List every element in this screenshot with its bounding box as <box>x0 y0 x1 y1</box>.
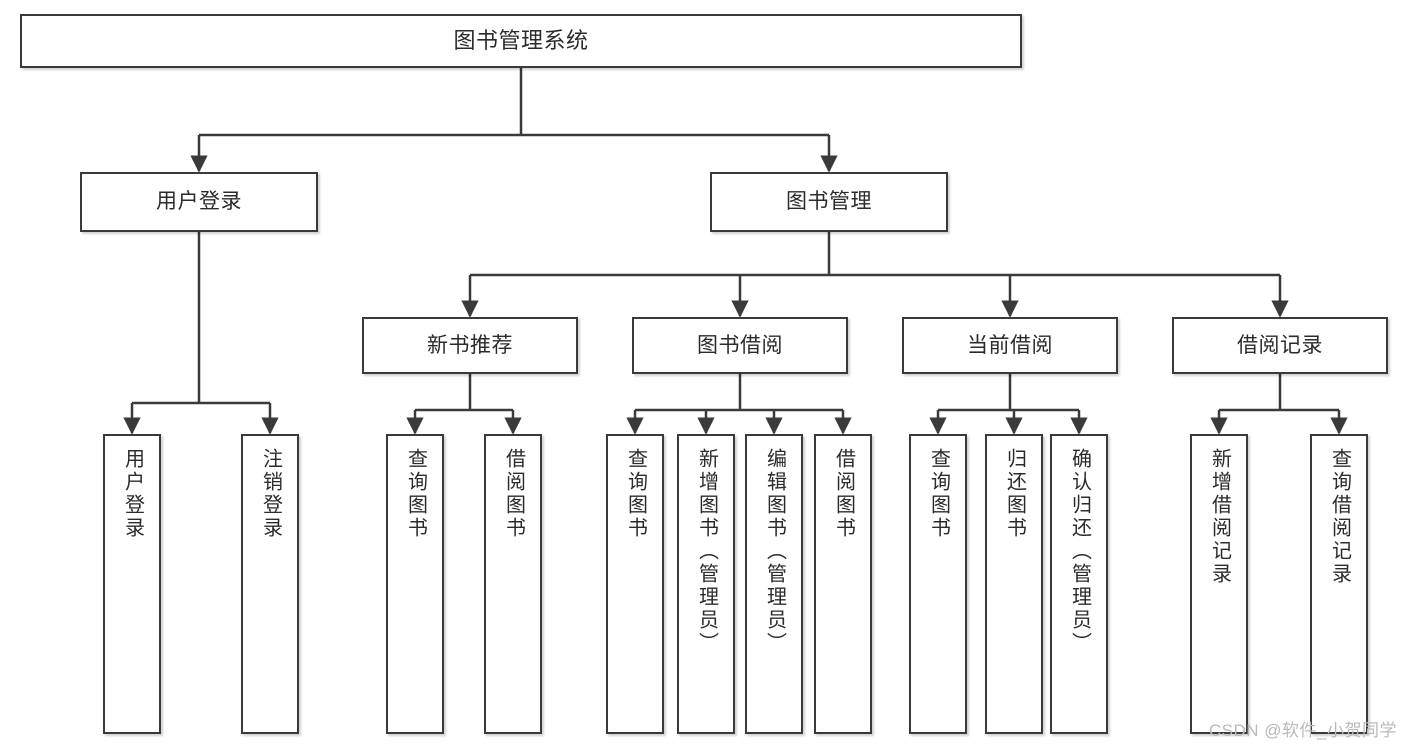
node-book-borrow[interactable]: 图书借阅 <box>632 317 848 374</box>
node-label: 图书借阅 <box>697 333 783 357</box>
node-leaf-add-record[interactable]: 新增借阅记录 <box>1190 434 1248 734</box>
node-label: 新增借阅记录 <box>1208 448 1231 586</box>
node-label: 用户登录 <box>121 448 144 540</box>
watermark: CSDN @软件_小贺同学 <box>1208 721 1397 740</box>
node-label: 图书管理系统 <box>453 27 589 53</box>
node-label: 编辑图书（管理员） <box>763 448 786 655</box>
node-label: 用户登录 <box>156 190 242 214</box>
node-leaf-borrow-book-1[interactable]: 借阅图书 <box>484 434 542 734</box>
node-label: 查询借阅记录 <box>1328 448 1351 586</box>
node-label: 借阅图书 <box>832 448 855 540</box>
node-leaf-confirm-return[interactable]: 确认归还（管理员） <box>1050 434 1108 734</box>
node-label: 查询图书 <box>624 448 647 540</box>
node-leaf-user-login[interactable]: 用户登录 <box>103 434 161 734</box>
node-leaf-query-book-3[interactable]: 查询图书 <box>909 434 967 734</box>
node-label: 注销登录 <box>259 448 282 540</box>
node-root[interactable]: 图书管理系统 <box>20 14 1022 68</box>
node-label: 归还图书 <box>1003 448 1026 540</box>
node-label: 借阅图书 <box>502 448 525 540</box>
node-label: 查询图书 <box>404 448 427 540</box>
node-label: 新书推荐 <box>427 333 513 357</box>
node-book-manage[interactable]: 图书管理 <box>710 172 948 232</box>
node-current-borrow[interactable]: 当前借阅 <box>902 317 1118 374</box>
node-leaf-return-book[interactable]: 归还图书 <box>985 434 1043 734</box>
node-borrow-record[interactable]: 借阅记录 <box>1172 317 1388 374</box>
node-label: 新增图书（管理员） <box>695 448 718 655</box>
node-leaf-borrow-book-2[interactable]: 借阅图书 <box>814 434 872 734</box>
node-leaf-query-book-1[interactable]: 查询图书 <box>386 434 444 734</box>
node-leaf-query-book-2[interactable]: 查询图书 <box>606 434 664 734</box>
node-leaf-add-book[interactable]: 新增图书（管理员） <box>677 434 735 734</box>
node-label: 借阅记录 <box>1237 333 1323 357</box>
node-leaf-user-logout[interactable]: 注销登录 <box>241 434 299 734</box>
node-label: 图书管理 <box>786 190 872 214</box>
node-label: 当前借阅 <box>967 333 1053 357</box>
node-new-book-recommend[interactable]: 新书推荐 <box>362 317 578 374</box>
node-leaf-query-record[interactable]: 查询借阅记录 <box>1310 434 1368 734</box>
node-leaf-edit-book[interactable]: 编辑图书（管理员） <box>745 434 803 734</box>
node-label: 查询图书 <box>927 448 950 540</box>
node-label: 确认归还（管理员） <box>1068 448 1091 655</box>
node-user-login[interactable]: 用户登录 <box>80 172 318 232</box>
